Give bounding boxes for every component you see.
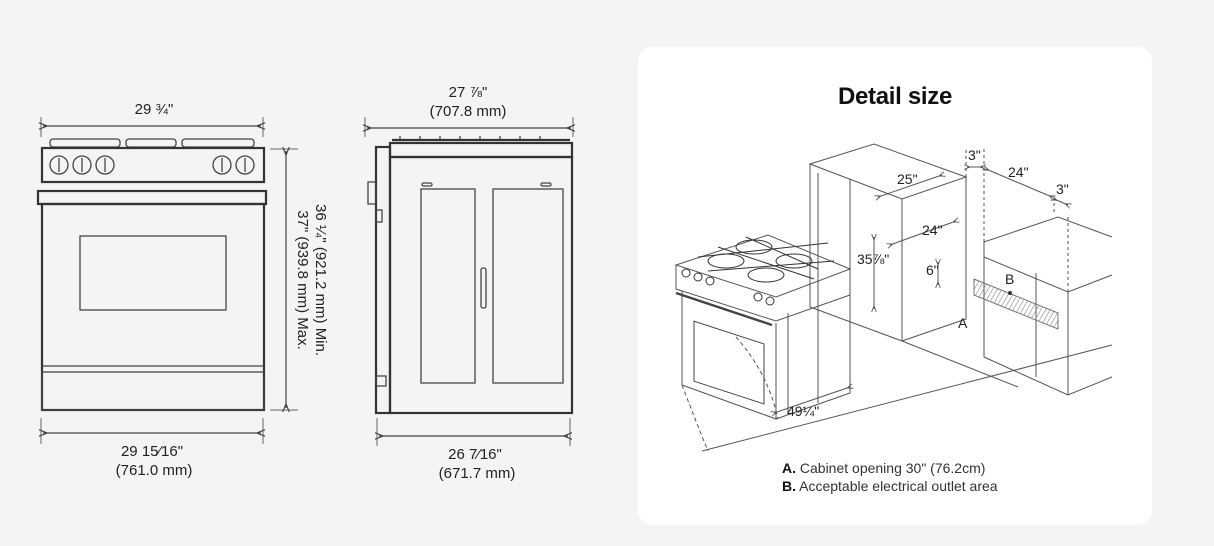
detail-panel: 25" 24" 35⅞" 6" 3" 24" 3" 49¼" A B Detai… <box>638 47 1152 525</box>
front-width-bottom-label: 29 15⁄16" <box>121 443 183 460</box>
detail-title: Detail size <box>837 83 953 110</box>
side-view: 27 ⅞" (707.8 mm) 26 7⁄16" (671.7 mm) <box>365 84 573 482</box>
detail-point-a: A <box>958 315 968 331</box>
height-min-label: 36 ¼" (921.2 mm) Min. <box>312 204 329 356</box>
storage-drawer <box>41 371 265 411</box>
detail-door-open: 49¼" <box>787 403 819 419</box>
detail-cabinet-height: 35⅞" <box>857 251 889 267</box>
oven-body <box>40 202 266 412</box>
detail-legend: A. Cabinet opening 30" (76.2cm) B. Accep… <box>782 459 998 495</box>
side-body <box>388 155 574 415</box>
detail-six: 6" <box>926 262 939 278</box>
detail-cabinet-width: 25" <box>897 171 918 187</box>
front-width-bottom-mm: (761.0 mm) <box>116 462 193 479</box>
control-panel <box>40 146 266 184</box>
oven-handle <box>36 189 268 206</box>
side-panel-right <box>492 188 564 384</box>
detail-point-b: B <box>1005 271 1014 287</box>
front-width-top-label: 29 ¾" <box>135 101 174 118</box>
detail-side-gap: 3" <box>1056 181 1069 197</box>
legend-item-b: B. Acceptable electrical outlet area <box>782 478 998 494</box>
legend-item-a: A. Cabinet opening 30" (76.2cm) <box>782 460 986 476</box>
detail-depth-24-top: 24" <box>1008 164 1029 180</box>
height-max-label: 37" (939.8 mm) Max. <box>294 210 311 350</box>
side-depth-bottom-mm: (671.7 mm) <box>439 465 516 482</box>
knob-icon <box>49 155 255 175</box>
side-depth-top-mm: (707.8 mm) <box>430 103 507 120</box>
side-panel-left <box>420 188 476 384</box>
oven-window <box>79 235 227 311</box>
side-depth-bottom-label: 26 7⁄16" <box>448 446 502 463</box>
detail-cabinet-depth: 24" <box>922 222 943 238</box>
front-view: 29 ¾" 36 ¼" (921.2 mm) Min. 37" (939.8 m… <box>36 101 329 479</box>
detail-top-gap: 3" <box>968 147 981 163</box>
side-depth-top-label: 27 ⅞" <box>449 84 488 101</box>
outlet-point-marker <box>1008 291 1012 295</box>
detail-iso-drawing: 25" 24" 35⅞" 6" 3" 24" 3" 49¼" A B <box>674 143 1113 452</box>
